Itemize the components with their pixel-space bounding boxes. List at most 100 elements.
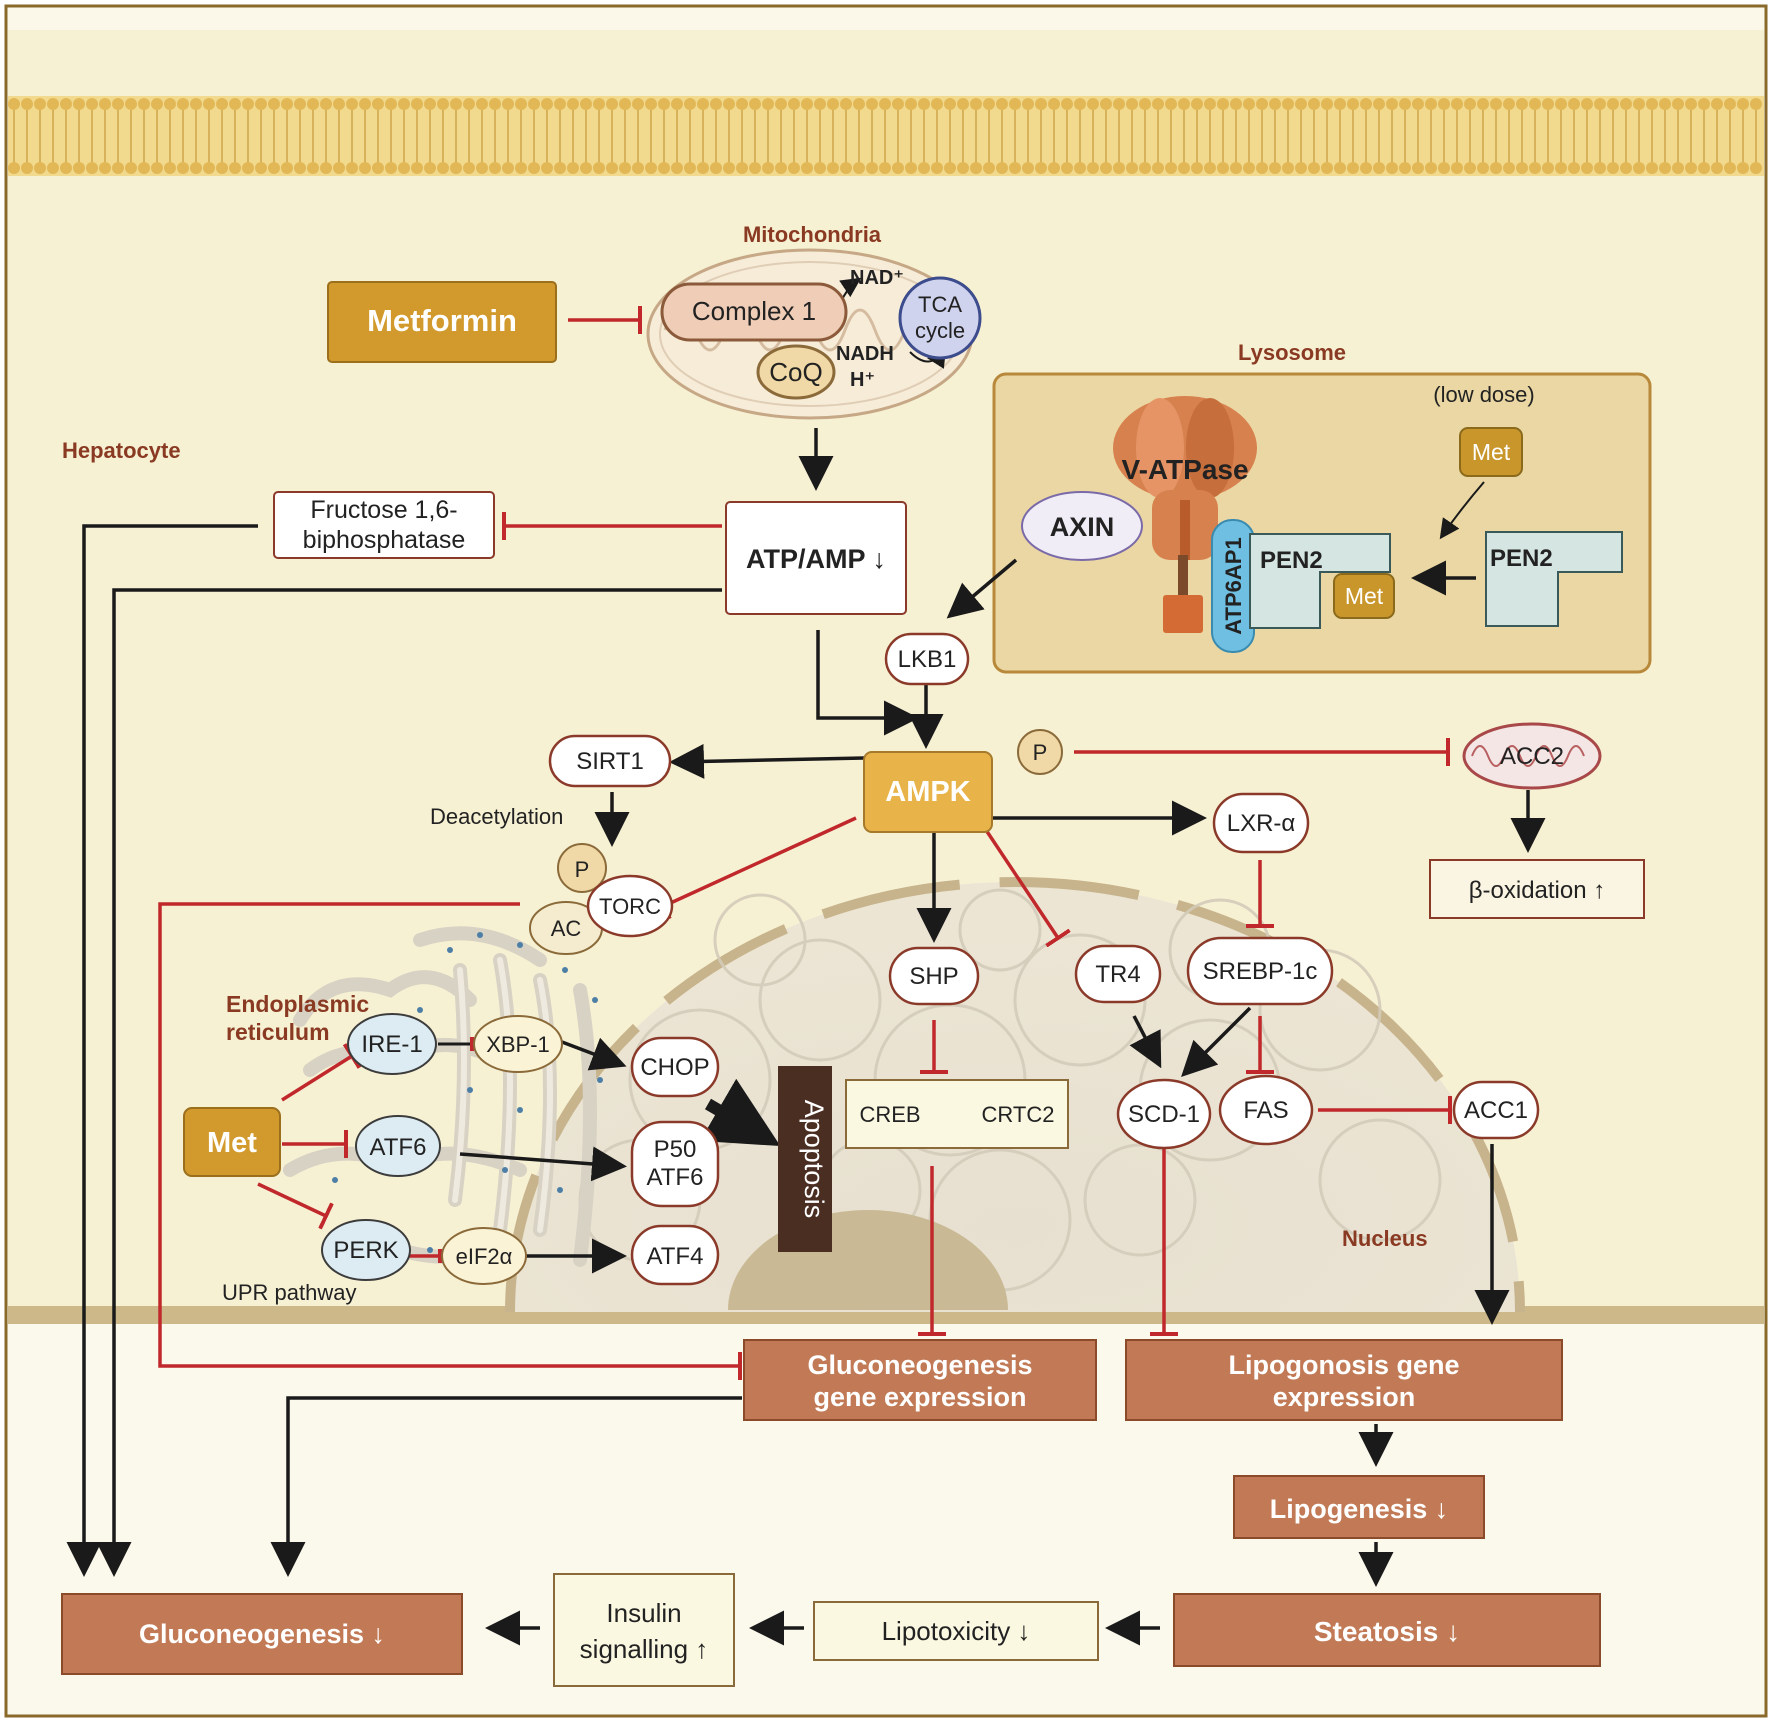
v-atpase-complex <box>1113 396 1257 653</box>
met-er-node <box>183 1107 281 1177</box>
metformin-label: Metformin <box>367 303 517 338</box>
fbpase-label-2: biphosphatase <box>303 526 466 554</box>
met-low-label: Met <box>1472 439 1511 465</box>
perk-label: PERK <box>333 1237 398 1264</box>
h-label: H⁺ <box>850 369 875 391</box>
tr4-label: TR4 <box>1095 961 1140 988</box>
coq-node <box>756 344 836 400</box>
atf6-label: ATF6 <box>370 1134 427 1161</box>
p-torc-label: P <box>575 857 590 882</box>
ac-label: AC <box>551 916 582 941</box>
complex1-node <box>660 282 848 342</box>
p50-node <box>630 1120 720 1208</box>
ampk-label: AMPK <box>885 776 970 808</box>
connectors <box>66 277 1546 1646</box>
axin-label: AXIN <box>1050 512 1115 542</box>
beta-ox-node <box>1429 859 1645 919</box>
low-dose-label: (low dose) <box>1433 382 1534 407</box>
shp-node <box>888 946 980 1006</box>
beta-ox-label: β-oxidation ↑ <box>1469 877 1606 904</box>
er-title-2: reticulum <box>226 1019 330 1045</box>
insulin-label-2: signalling ↑ <box>580 1634 709 1664</box>
fbpase-label-1: Fructose 1,6- <box>310 496 457 524</box>
eif2a-label: eIF2α <box>456 1244 513 1269</box>
nadh-label: NADH <box>836 343 894 365</box>
upr-label: UPR pathway <box>222 1280 357 1305</box>
lkb1-node <box>884 632 970 686</box>
torc-label: TORC <box>599 894 661 919</box>
lipotoxicity-box <box>813 1601 1099 1661</box>
p-ampk-node <box>1017 729 1063 775</box>
srebp-label: SREBP-1c <box>1203 958 1318 985</box>
sirt1-label: SIRT1 <box>576 748 644 775</box>
atp-amp-label: ATP/AMP ↓ <box>746 544 886 574</box>
atp6ap1-label: ATP6AP1 <box>1221 537 1246 634</box>
p50-label-2: ATF6 <box>647 1164 704 1191</box>
insulin-label-1: Insulin <box>606 1598 681 1628</box>
gluconeogenesis-label: Gluconeogenesis ↓ <box>139 1619 385 1649</box>
gng-expression-label-2: gene expression <box>813 1382 1026 1412</box>
acc2-label: ACC2 <box>1500 743 1564 770</box>
insulin-box <box>553 1573 735 1687</box>
sirt1-node <box>548 734 672 788</box>
acc1-node <box>1452 1080 1540 1140</box>
xbp1-node <box>473 1015 563 1073</box>
coq-label: CoQ <box>769 357 822 387</box>
hepatocyte-title: Hepatocyte <box>62 438 181 463</box>
pen2-free-shape <box>1485 531 1623 627</box>
nad-label: NAD⁺ <box>850 267 904 289</box>
met-er-label: Met <box>207 1127 257 1159</box>
fas-label: FAS <box>1243 1097 1288 1124</box>
acc1-label: ACC1 <box>1464 1097 1528 1124</box>
lkb1-label: LKB1 <box>898 646 957 673</box>
torc-node <box>586 874 674 938</box>
complex1-label: Complex 1 <box>692 296 816 326</box>
xbp1-label: XBP-1 <box>486 1032 550 1057</box>
metformin-box <box>327 281 557 363</box>
met-bound-node <box>1333 573 1395 619</box>
creb-label: CREB <box>859 1102 920 1127</box>
lipogenesis-box <box>1233 1475 1485 1539</box>
er-title-1: Endoplasmic <box>226 991 369 1017</box>
p-torc-node <box>557 843 607 893</box>
creb-crtc2-node <box>845 1079 1069 1149</box>
mitochondria-title: Mitochondria <box>743 222 882 247</box>
nucleus-title: Nucleus <box>1342 1226 1428 1251</box>
chop-node <box>630 1036 720 1098</box>
ire1-label: IRE-1 <box>361 1031 422 1058</box>
steatosis-label: Steatosis ↓ <box>1314 1616 1460 1647</box>
p-ampk-label: P <box>1033 740 1048 765</box>
tca-node <box>898 276 982 360</box>
steatosis-box <box>1173 1593 1601 1667</box>
atf4-label: ATF4 <box>647 1243 704 1270</box>
lipogenesis-label: Lipogenesis ↓ <box>1270 1494 1449 1524</box>
acc2-mitochondrion <box>1462 722 1602 790</box>
deacetylation-label: Deacetylation <box>430 804 563 829</box>
scd1-node <box>1116 1078 1212 1150</box>
plasma-membrane <box>8 96 1764 176</box>
fas-node <box>1218 1074 1314 1146</box>
tca-label-1: TCA <box>918 292 962 317</box>
eif2a-node <box>441 1227 527 1285</box>
srebp-node <box>1186 936 1334 1006</box>
atp-amp-node <box>725 501 907 615</box>
met-low-node <box>1459 427 1523 477</box>
gluconeogenesis-box <box>61 1593 463 1675</box>
lipo-expression-label-2: expression <box>1273 1382 1416 1412</box>
tr4-node <box>1074 944 1162 1004</box>
fbpase-node <box>273 491 495 559</box>
scd1-label: SCD-1 <box>1128 1101 1200 1128</box>
lxr-node <box>1212 792 1310 854</box>
v-atpase-label: V-ATPase <box>1121 454 1248 485</box>
ire1-node <box>347 1013 437 1075</box>
atf6-node <box>355 1115 441 1177</box>
lxr-label: LXR-α <box>1227 810 1296 837</box>
pen2-bound-label: PEN2 <box>1260 547 1323 574</box>
gng-expression-label-1: Gluconeogenesis <box>807 1350 1032 1380</box>
lipo-expression-label-1: Lipogonosis gene <box>1228 1350 1459 1380</box>
atf4-node <box>630 1224 720 1286</box>
ampk-node <box>863 751 993 833</box>
met-bound-label: Met <box>1345 583 1384 609</box>
